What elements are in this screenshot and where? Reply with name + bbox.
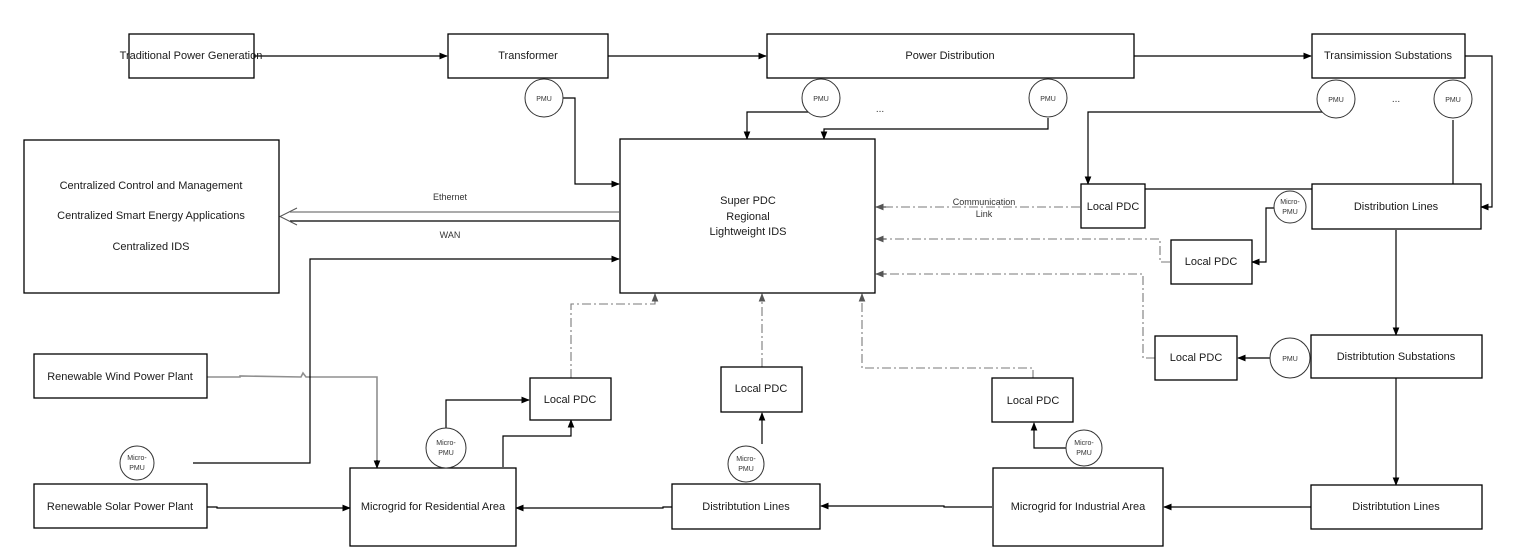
micro-pmu-industrial: Micro- PMU xyxy=(1065,429,1103,467)
edge-residential-to-local-pdc xyxy=(502,419,575,467)
svg-text:PMU: PMU xyxy=(536,96,552,103)
svg-text:Local PDC: Local PDC xyxy=(1170,352,1223,364)
pmu-transformer: PMU xyxy=(524,78,564,118)
svg-text:Micro-: Micro- xyxy=(736,456,756,463)
edge-res-micropmu-to-local-pdc xyxy=(445,396,530,430)
svg-text:PMU: PMU xyxy=(1282,209,1298,216)
svg-text:PMU: PMU xyxy=(738,466,754,473)
node-distribution-lines-top: Distribution Lines xyxy=(1311,183,1482,230)
edge-transmission-to-distribution-lines xyxy=(1465,55,1493,211)
edge-pd-pmu1-to-super-pdc xyxy=(743,111,808,140)
svg-text:PMU: PMU xyxy=(1328,97,1344,104)
svg-text:Transformer: Transformer xyxy=(498,50,558,62)
pmu-transmission-1: PMU xyxy=(1316,79,1356,119)
edge-ind-micropmu-to-local-pdc xyxy=(1030,422,1068,449)
node-local-pdc-1: Local PDC xyxy=(1080,183,1146,229)
svg-text:Distribtution Substations: Distribtution Substations xyxy=(1337,351,1456,363)
node-microgrid-industrial: Microgrid for Industrial Area xyxy=(992,467,1164,547)
comm-link-local-pdc-2 xyxy=(884,238,1170,263)
wan-label: WAN xyxy=(440,230,461,240)
svg-text:Microgrid for Residential Area: Microgrid for Residential Area xyxy=(361,501,506,513)
node-power-distribution: Power Distribution xyxy=(766,33,1135,79)
node-super-pdc: Super PDC Regional Lightweight IDS xyxy=(619,138,876,294)
node-microgrid-residential: Microgrid for Residential Area xyxy=(349,467,517,547)
edge-pd-pmu2-to-super-pdc xyxy=(820,118,1049,140)
micro-pmu-distribution-lines: Micro- PMU xyxy=(1273,190,1307,224)
ethernet-label: Ethernet xyxy=(433,192,468,202)
communication-link-label-line2: Link xyxy=(976,209,993,219)
svg-text:Local PDC: Local PDC xyxy=(1087,201,1140,213)
svg-text:Traditional Power Generation: Traditional Power Generation xyxy=(120,50,263,62)
node-distribution-lines-bottom-right: Distribtution Lines xyxy=(1310,484,1483,530)
communication-link-label-line1: Communication xyxy=(953,197,1016,207)
svg-text:Renewable Wind Power Plant: Renewable Wind Power Plant xyxy=(47,371,193,383)
node-local-pdc-center: Local PDC xyxy=(720,366,803,413)
edge-industrial-to-distribution-lines xyxy=(820,502,992,510)
micro-pmu-solar: Micro- PMU xyxy=(119,445,155,481)
node-traditional-power-generation: Traditional Power Generation xyxy=(120,33,263,79)
node-local-pdc-industrial: Local PDC xyxy=(991,377,1074,423)
svg-text:Power Distribution: Power Distribution xyxy=(905,50,994,62)
node-transformer: Transformer xyxy=(447,33,609,79)
ethernet-wan-link: Ethernet WAN xyxy=(278,192,619,240)
svg-text:Local PDC: Local PDC xyxy=(544,394,597,406)
svg-text:Distribtution Lines: Distribtution Lines xyxy=(702,501,790,513)
node-local-pdc-2: Local PDC xyxy=(1170,239,1253,285)
edge-solar-to-residential xyxy=(207,504,351,512)
micro-pmu-center-distribution-lines: Micro- PMU xyxy=(727,445,765,483)
pmu-ellipsis-transmission: ... xyxy=(1392,94,1400,105)
pmu-power-distribution-1: PMU xyxy=(801,78,841,118)
svg-text:PMU: PMU xyxy=(1282,356,1298,363)
communication-links: Communication Link xyxy=(570,197,1170,379)
comm-link-res-local-pdc xyxy=(570,301,656,378)
central-line-2: Centralized Smart Energy Applications xyxy=(57,210,245,222)
comm-link-ind-local-pdc xyxy=(861,302,1034,379)
svg-text:PMU: PMU xyxy=(1040,96,1056,103)
svg-text:Renewable Solar Power Plant: Renewable Solar Power Plant xyxy=(47,501,193,513)
edge-dl-micropmu-to-local-pdc xyxy=(1251,207,1277,266)
node-centralized-control: Centralized Control and Management Centr… xyxy=(23,139,280,294)
edge-ts-pmu1-to-local-pdc xyxy=(1084,111,1326,185)
edge-distribution-lines-to-residential xyxy=(515,504,672,512)
svg-text:Micro-: Micro- xyxy=(1074,440,1094,447)
node-distribution-lines-bottom-center: Distribtution Lines xyxy=(671,483,821,530)
node-local-pdc-3: Local PDC xyxy=(1154,335,1238,381)
edge-ts-pmu2-to-local-pdc xyxy=(1108,120,1454,190)
pmu-transmission-2: PMU xyxy=(1433,79,1473,119)
svg-text:Transimission Substations: Transimission Substations xyxy=(1324,50,1452,62)
svg-text:PMU: PMU xyxy=(129,465,145,472)
node-distribution-substations: Distribtution Substations xyxy=(1310,334,1483,379)
svg-text:Distribution Lines: Distribution Lines xyxy=(1354,201,1439,213)
pmu-power-distribution-2: PMU xyxy=(1028,78,1068,118)
svg-text:PMU: PMU xyxy=(1076,450,1092,457)
super-pdc-line-1: Super PDC xyxy=(720,195,776,207)
svg-text:Micro-: Micro- xyxy=(1280,199,1300,206)
svg-text:PMU: PMU xyxy=(438,450,454,457)
edge-transformer-pmu-to-super-pdc xyxy=(560,97,620,188)
hollow-arrowhead xyxy=(278,207,298,226)
micro-pmu-residential: Micro- PMU xyxy=(425,427,467,469)
node-local-pdc-residential: Local PDC xyxy=(529,377,612,421)
edge-wind-to-residential xyxy=(207,371,378,466)
pmu-ellipsis-power-distribution: ... xyxy=(876,104,884,115)
svg-text:PMU: PMU xyxy=(813,96,829,103)
node-transmission-substations: Transimission Substations xyxy=(1311,33,1466,79)
svg-text:PMU: PMU xyxy=(1445,97,1461,104)
svg-text:Local PDC: Local PDC xyxy=(735,383,788,395)
node-renewable-solar: Renewable Solar Power Plant xyxy=(33,483,208,529)
svg-text:Micro-: Micro- xyxy=(127,455,147,462)
comm-link-local-pdc-3 xyxy=(884,273,1155,359)
super-pdc-line-3: Lightweight IDS xyxy=(709,226,786,238)
svg-text:Local PDC: Local PDC xyxy=(1185,256,1238,268)
pmu-distribution-substations: PMU xyxy=(1269,337,1311,379)
edge-solar-micropmu-to-super-pdc xyxy=(193,255,620,464)
svg-text:Distribtution Lines: Distribtution Lines xyxy=(1352,501,1440,513)
central-line-3: Centralized IDS xyxy=(112,241,189,253)
node-renewable-wind: Renewable Wind Power Plant xyxy=(33,353,208,399)
svg-text:Local PDC: Local PDC xyxy=(1007,395,1060,407)
super-pdc-line-2: Regional xyxy=(726,211,769,223)
central-line-1: Centralized Control and Management xyxy=(60,180,243,192)
svg-text:Microgrid for Industrial Area: Microgrid for Industrial Area xyxy=(1011,501,1146,513)
svg-text:Micro-: Micro- xyxy=(436,440,456,447)
